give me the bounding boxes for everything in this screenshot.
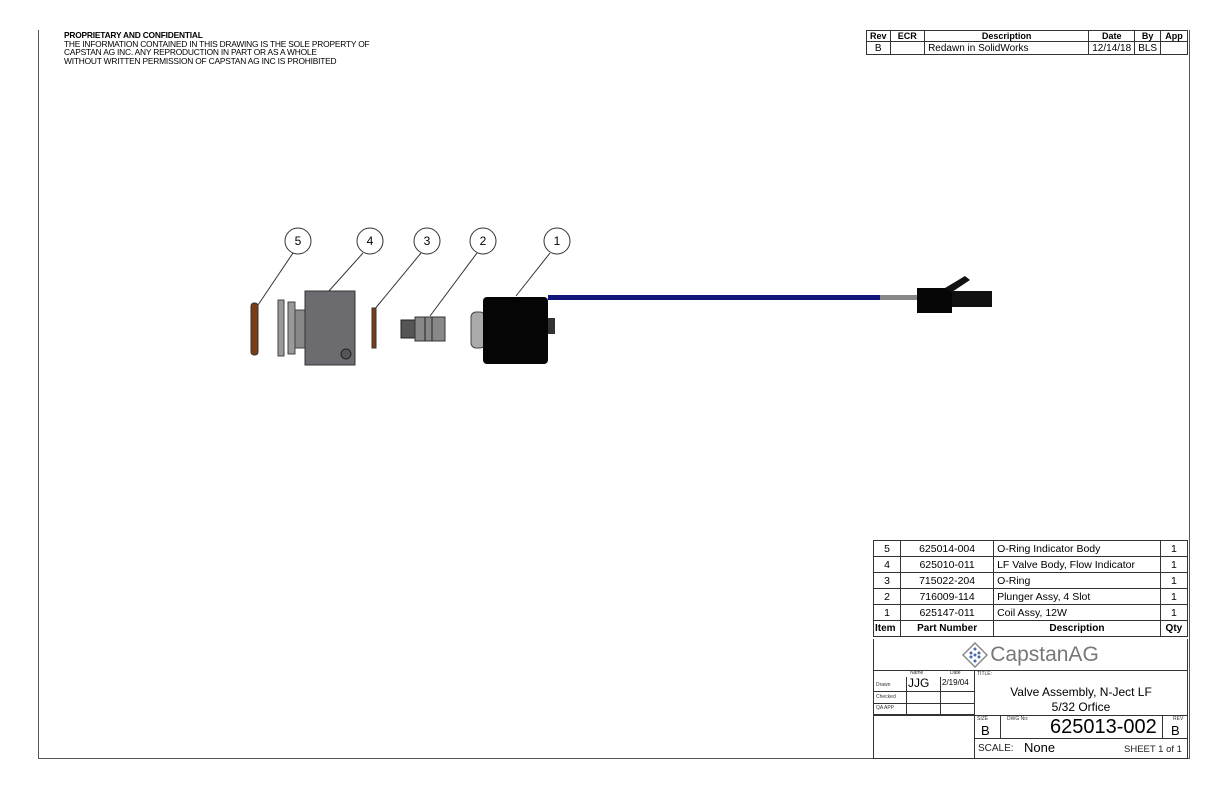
item-cell: 1: [872, 604, 902, 621]
balloon-3: [373, 227, 441, 311]
drawn-name: JJG: [908, 676, 930, 690]
dwg-label: DWG No:: [1007, 716, 1029, 722]
scale-label: SCALE:: [978, 743, 1014, 754]
col-header: Part Number: [900, 620, 995, 637]
title-label: TITLE:: [977, 671, 993, 677]
part-cell: 625147-011: [900, 604, 995, 621]
scale-row: SCALE: None SHEET 1 of 1: [974, 738, 1188, 759]
oring: [371, 307, 377, 349]
balloon-label: 4: [367, 234, 374, 248]
description-cell: Redawn in SolidWorks: [924, 41, 1090, 55]
part-cell: 625014-004: [900, 540, 995, 557]
qty-cell: 1: [1159, 604, 1189, 621]
title-area: TITLE: Valve Assembly, N-Ject LF 5/32 Or…: [974, 670, 1188, 716]
dwg-number: 625013-002: [1050, 716, 1157, 738]
signature-block: Name Date JJG 2/19/04 Drawn Checked QA A…: [873, 670, 975, 715]
blank-cell: [873, 715, 975, 759]
drawn-label: Drawn: [876, 682, 891, 688]
checked-label: Checked: [876, 694, 896, 700]
by-cell: BLS: [1134, 41, 1162, 55]
item-cell: 2: [872, 588, 902, 605]
dwg-number-cell: DWG No: 625013-002: [1000, 715, 1163, 739]
qa-label: QA APP: [876, 705, 895, 711]
balloon-label: 2: [480, 234, 487, 248]
part-cell: 625010-011: [900, 556, 995, 573]
app-cell: [1160, 41, 1188, 55]
description-cell: Coil Assy, 12W: [993, 604, 1161, 621]
name-label: Name: [910, 670, 924, 676]
drawing-border: [38, 30, 1190, 759]
rev-label: REV: [1173, 716, 1184, 722]
notice-line: WITHOUT WRITTEN PERMISSION OF CAPSTAN AG…: [64, 55, 337, 66]
description-cell: Plunger Assy, 4 Slot: [993, 588, 1161, 605]
col-header: Description: [993, 620, 1161, 637]
part-cell: 716009-114: [900, 588, 995, 605]
coil-assembly: [470, 276, 992, 364]
description-cell: O-Ring Indicator Body: [993, 540, 1161, 557]
oring-indicator-body: [250, 302, 259, 356]
title-line-2: 5/32 Orfice: [1051, 700, 1111, 714]
coil-cable: [548, 295, 880, 300]
capstan-logo-icon: [962, 641, 989, 668]
balloon-1: [515, 227, 571, 297]
notice-line: CAPSTAN AG INC. ANY REPRODUCTION IN PART…: [64, 47, 317, 58]
item-cell: 4: [872, 556, 902, 573]
item-cell: 5: [872, 540, 902, 557]
qty-cell: 1: [1159, 572, 1189, 589]
qty-cell: 1: [1159, 540, 1189, 557]
balloon-5: [257, 227, 312, 306]
item-cell: 3: [872, 572, 902, 589]
rev-value: B: [1171, 723, 1180, 738]
plunger-assembly: [400, 316, 446, 342]
col-header: Qty: [1159, 620, 1189, 637]
rev-cell: REV B: [1162, 715, 1188, 739]
confidential-heading: PROPRIETARY AND CONFIDENTIAL: [64, 30, 203, 40]
logo-area: CapstanAG: [873, 639, 1188, 671]
company-logo-text: CapstanAG: [990, 642, 1099, 666]
balloon-4: [327, 227, 384, 293]
sheet-number: SHEET 1 of 1: [1124, 744, 1182, 755]
scale-value: None: [1024, 740, 1056, 755]
col-header: Item: [872, 620, 902, 637]
part-cell: 715022-204: [900, 572, 995, 589]
notice-line: THE INFORMATION CONTAINED IN THIS DRAWIN…: [64, 38, 370, 49]
date-label: Date: [950, 670, 961, 676]
title-line-1: Valve Assembly, N-Ject LF: [1010, 685, 1152, 699]
description-cell: LF Valve Body, Flow Indicator: [993, 556, 1161, 573]
size-cell: SIZE B: [974, 715, 1001, 739]
qty-cell: 1: [1159, 588, 1189, 605]
size-label: SIZE: [977, 716, 989, 722]
qty-cell: 1: [1159, 556, 1189, 573]
balloon-label: 1: [554, 234, 561, 248]
size-value: B: [981, 723, 990, 738]
confidential-notice: PROPRIETARY AND CONFIDENTIAL THE INFORMA…: [64, 30, 370, 66]
balloon-2: [429, 227, 497, 317]
drawn-date: 2/19/04: [942, 678, 969, 687]
date-cell: 12/14/18: [1088, 41, 1136, 55]
description-cell: O-Ring: [993, 572, 1161, 589]
valve-body: [277, 290, 356, 366]
balloon-label: 3: [424, 234, 431, 248]
connector: [917, 288, 952, 313]
balloon-label: 5: [295, 234, 302, 248]
